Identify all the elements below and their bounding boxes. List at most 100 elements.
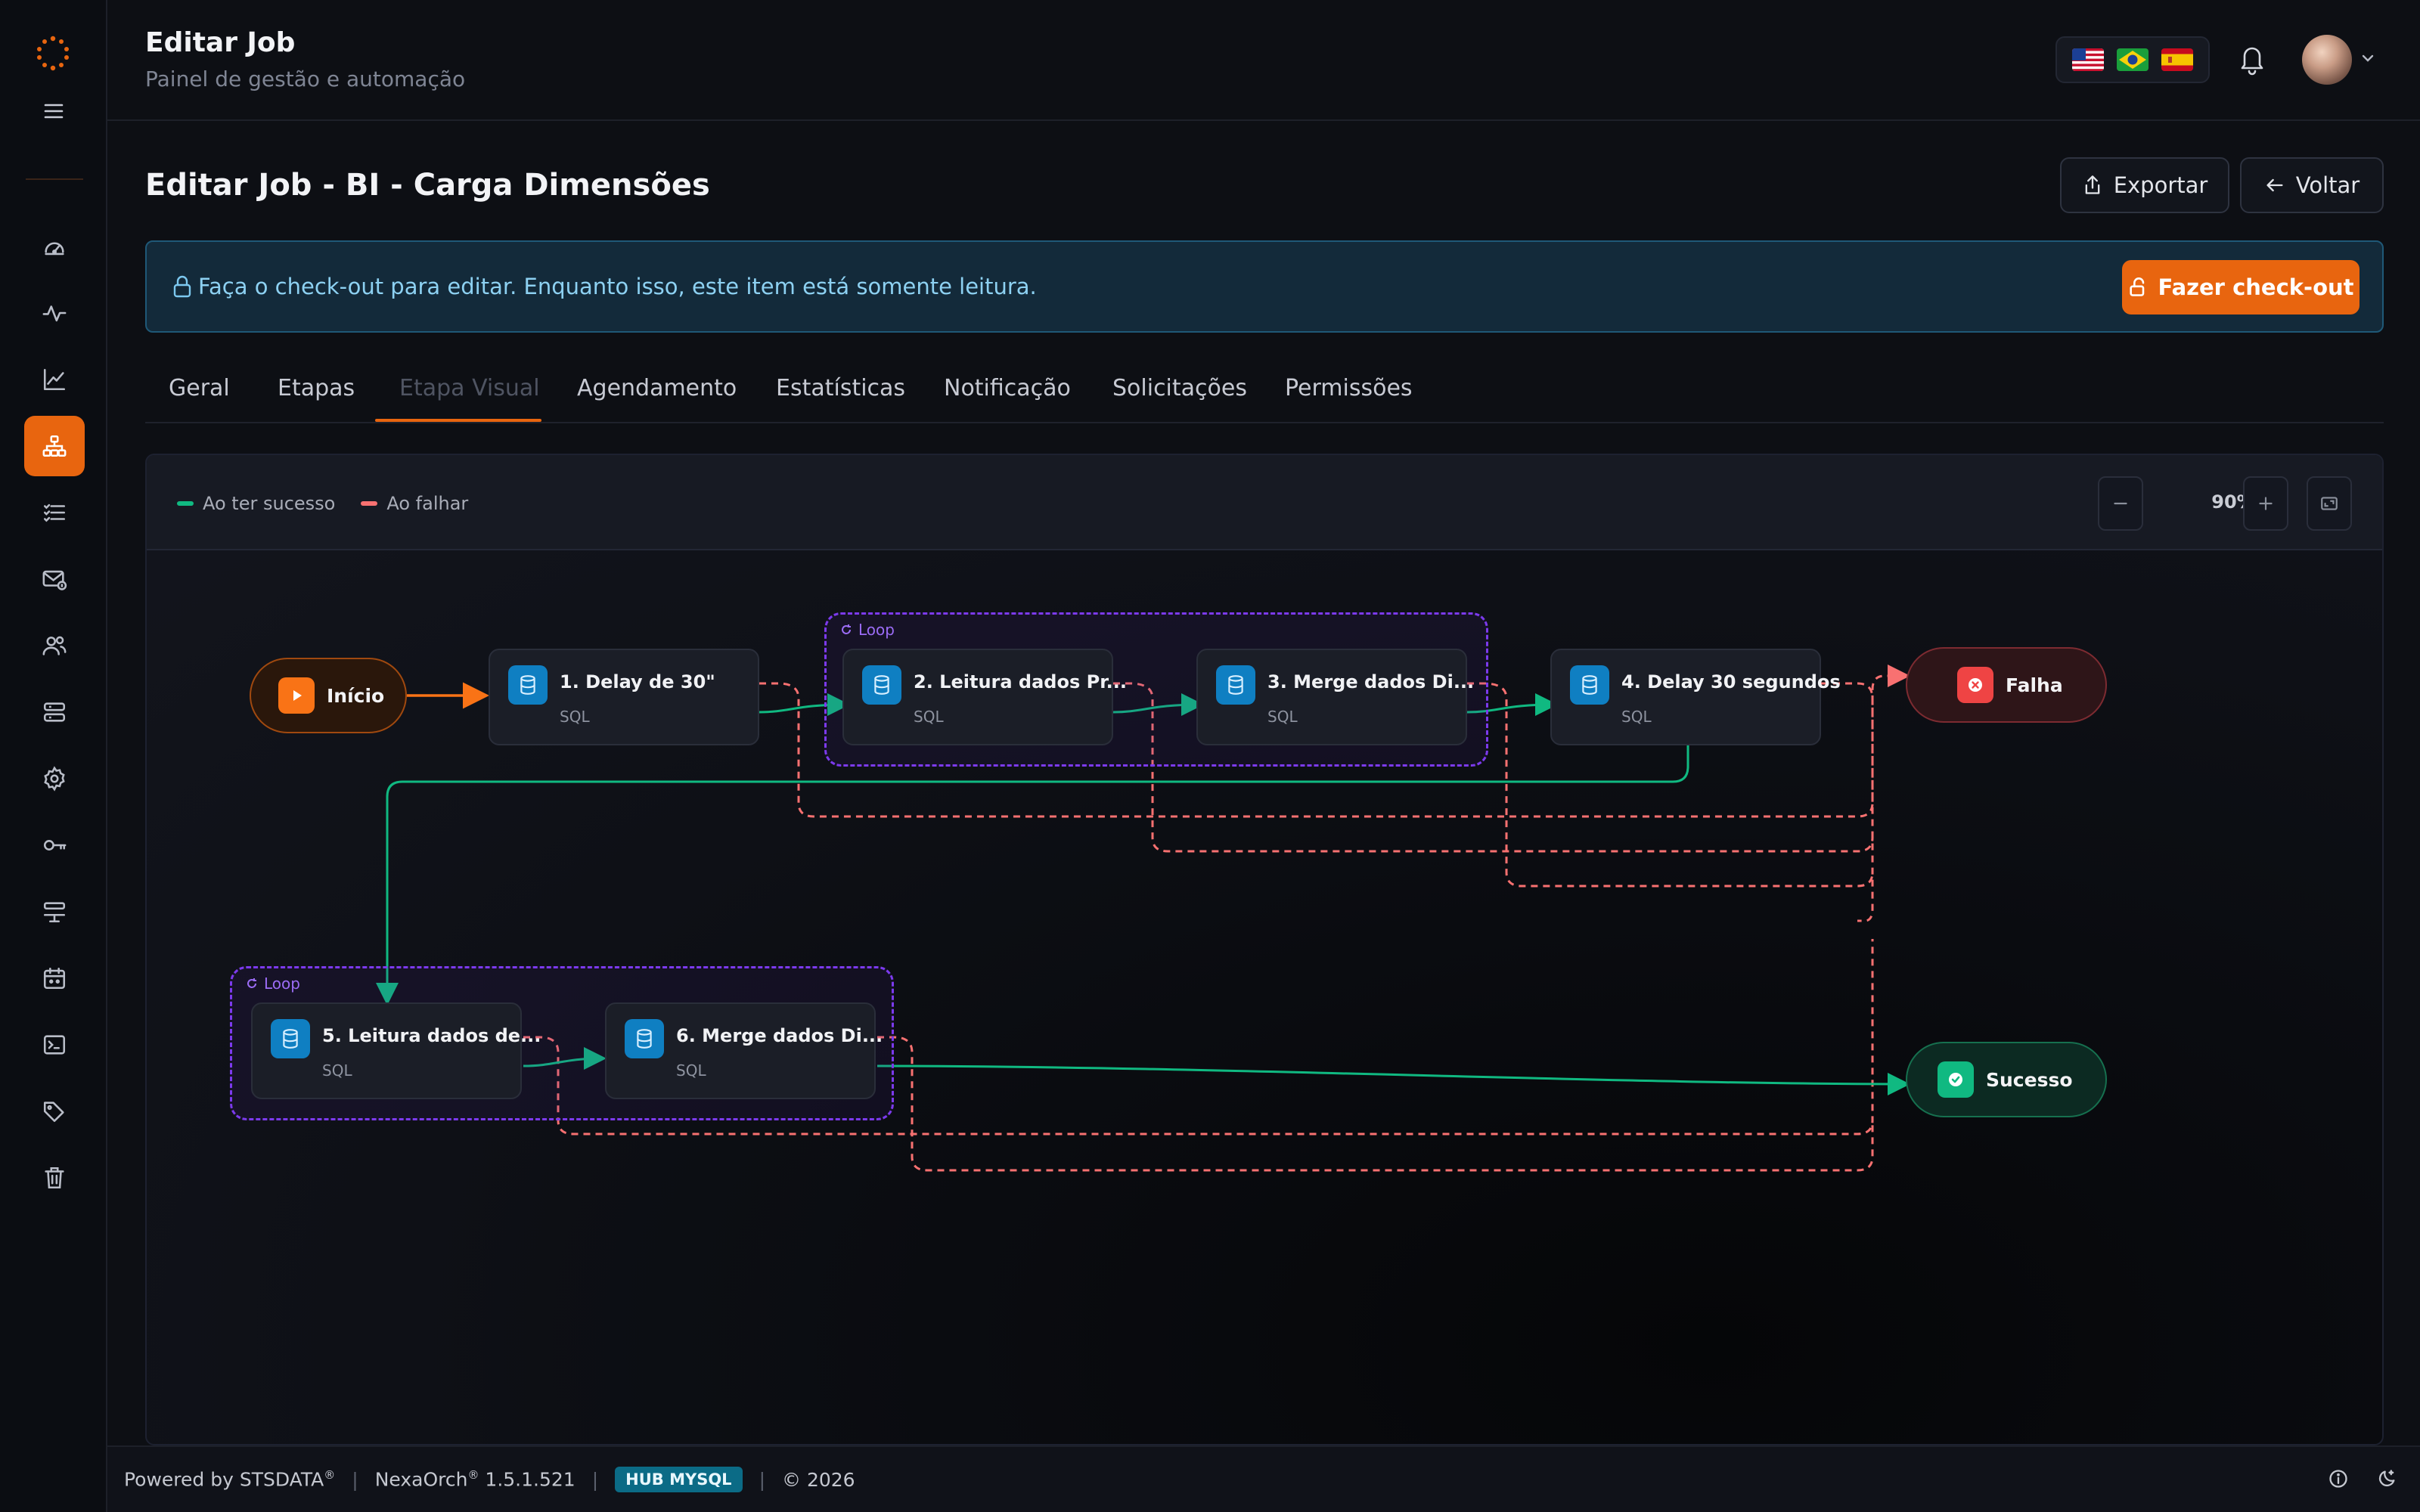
check-circle-icon (1938, 1061, 1974, 1098)
sidebar-item-dashboard[interactable] (24, 216, 85, 277)
app-logo[interactable] (35, 35, 71, 71)
tab-agendamento[interactable]: Agendamento (577, 375, 737, 401)
workflow-icon (42, 435, 67, 457)
node-title: 5. Leitura dados de... (322, 1025, 541, 1046)
node-title: 1. Delay de 30" (560, 671, 715, 692)
sidebar-item-terminal[interactable] (24, 1015, 85, 1075)
legend-fail: Ao falhar (361, 493, 468, 514)
fail-node[interactable]: Falha (1906, 647, 2107, 723)
tab-estatisticas[interactable]: Estatísticas (776, 375, 906, 401)
sidebar-item-keys[interactable] (24, 815, 85, 875)
checkout-button[interactable]: Fazer check-out (2122, 260, 2360, 314)
tab-geral[interactable]: Geral (169, 375, 230, 401)
node-title: 6. Merge dados Di... (676, 1025, 883, 1046)
info-icon[interactable] (2328, 1468, 2349, 1489)
server-icon (43, 702, 66, 722)
node-type: SQL (322, 1061, 352, 1080)
tab-solicitacoes[interactable]: Solicitações (1112, 375, 1247, 401)
database-icon (625, 1019, 664, 1058)
tab-etapas[interactable]: Etapas (278, 375, 355, 401)
notifications-bell-icon[interactable] (2237, 42, 2267, 76)
job-step-node[interactable]: 5. Leitura dados de... SQL (251, 1002, 541, 1099)
legend: Ao ter sucesso Ao falhar (177, 493, 468, 514)
user-avatar[interactable] (2302, 35, 2352, 85)
footer-icons (2328, 1468, 2397, 1489)
job-step-node[interactable]: 2. Leitura dados Pr... SQL (842, 649, 1127, 745)
sidebar-divider (26, 178, 83, 180)
loop-label-text: Loop (264, 974, 300, 993)
sidebar-item-servers[interactable] (24, 682, 85, 742)
zoom-out-button[interactable] (2098, 476, 2143, 531)
tab-notificacao[interactable]: Notificação (944, 375, 1071, 401)
hub-badge: HUB MYSQL (615, 1467, 743, 1492)
sliders-icon (43, 902, 66, 923)
fail-label: Falha (2006, 674, 2063, 696)
sidebar-item-trash[interactable] (24, 1148, 85, 1208)
job-step-node[interactable]: 1. Delay de 30" SQL (489, 649, 759, 745)
legend-success: Ao ter sucesso (177, 493, 335, 514)
arrow-left-icon (2266, 178, 2283, 192)
sidebar-item-settings[interactable] (24, 748, 85, 809)
menu-toggle-icon[interactable] (44, 103, 64, 119)
sidebar-item-users[interactable] (24, 615, 85, 676)
fit-view-icon (2321, 497, 2338, 510)
job-step-node[interactable]: 4. Delay 30 segundos SQL (1550, 649, 1841, 745)
plus-icon (2259, 497, 2273, 510)
legend-fail-swatch (361, 501, 378, 506)
sidebar (0, 0, 107, 1512)
chevron-down-icon[interactable] (2360, 50, 2376, 67)
start-node[interactable]: Início (250, 658, 407, 733)
tab-etapa-visual[interactable]: Etapa Visual (399, 375, 540, 401)
database-icon (1216, 665, 1255, 705)
readonly-alert: Faça o check-out para editar. Enquanto i… (145, 240, 2384, 333)
node-title: 4. Delay 30 segundos (1621, 671, 1841, 692)
minus-icon (2114, 502, 2127, 505)
export-button[interactable]: Exportar (2060, 157, 2229, 213)
database-icon (1570, 665, 1609, 705)
legend-fail-label: Ao falhar (386, 493, 469, 514)
sidebar-item-calendar[interactable] (24, 948, 85, 1009)
back-button[interactable]: Voltar (2240, 157, 2384, 213)
zoom-in-button[interactable] (2243, 476, 2288, 531)
sidebar-item-workflow[interactable] (24, 416, 85, 476)
sidebar-item-tasks[interactable] (24, 482, 85, 543)
node-type: SQL (914, 708, 944, 726)
unlock-icon (2130, 277, 2145, 296)
sidebar-item-tags[interactable] (24, 1081, 85, 1142)
database-icon (508, 665, 548, 705)
lock-icon (172, 275, 192, 298)
language-switcher (2055, 36, 2210, 83)
success-node[interactable]: Sucesso (1906, 1042, 2107, 1117)
mail-icon (42, 570, 67, 590)
powered-by: Powered by STSDATA® (124, 1468, 336, 1491)
database-icon (862, 665, 901, 705)
job-step-node[interactable]: 6. Merge dados Di... SQL (605, 1002, 883, 1099)
job-step-node[interactable]: 3. Merge dados Di... SQL (1196, 649, 1474, 745)
node-type: SQL (676, 1061, 706, 1080)
br-flag[interactable] (2116, 48, 2149, 71)
sidebar-item-activity[interactable] (24, 283, 85, 343)
x-circle-icon (1957, 667, 1993, 703)
loop-label: Loop (246, 974, 300, 993)
alert-message: Faça o check-out para editar. Enquanto i… (198, 274, 1037, 299)
node-title: 3. Merge dados Di... (1267, 671, 1475, 692)
fit-view-button[interactable] (2307, 476, 2352, 531)
footer-separator: | (759, 1468, 765, 1491)
users-icon (42, 636, 67, 655)
canvas-toolbar: Ao ter sucesso Ao falhar 90% (147, 455, 2382, 550)
tab-permissoes[interactable]: Permissões (1285, 375, 1413, 401)
flow-canvas[interactable]: Ao ter sucesso Ao falhar 90% (145, 454, 2384, 1445)
database-icon (271, 1019, 310, 1058)
es-flag[interactable] (2161, 48, 2193, 71)
start-label: Início (327, 684, 385, 707)
sidebar-item-config[interactable] (24, 881, 85, 942)
legend-success-label: Ao ter sucesso (203, 493, 336, 514)
moon-icon[interactable] (2376, 1468, 2397, 1489)
play-icon (278, 677, 315, 714)
us-flag[interactable] (2072, 48, 2105, 71)
topbar: Editar Job Painel de gestão e automação (107, 0, 2420, 121)
sidebar-item-analytics[interactable] (24, 349, 85, 410)
sidebar-item-mail[interactable] (24, 549, 85, 609)
legend-success-swatch (177, 501, 194, 506)
active-tab-indicator (375, 419, 541, 422)
